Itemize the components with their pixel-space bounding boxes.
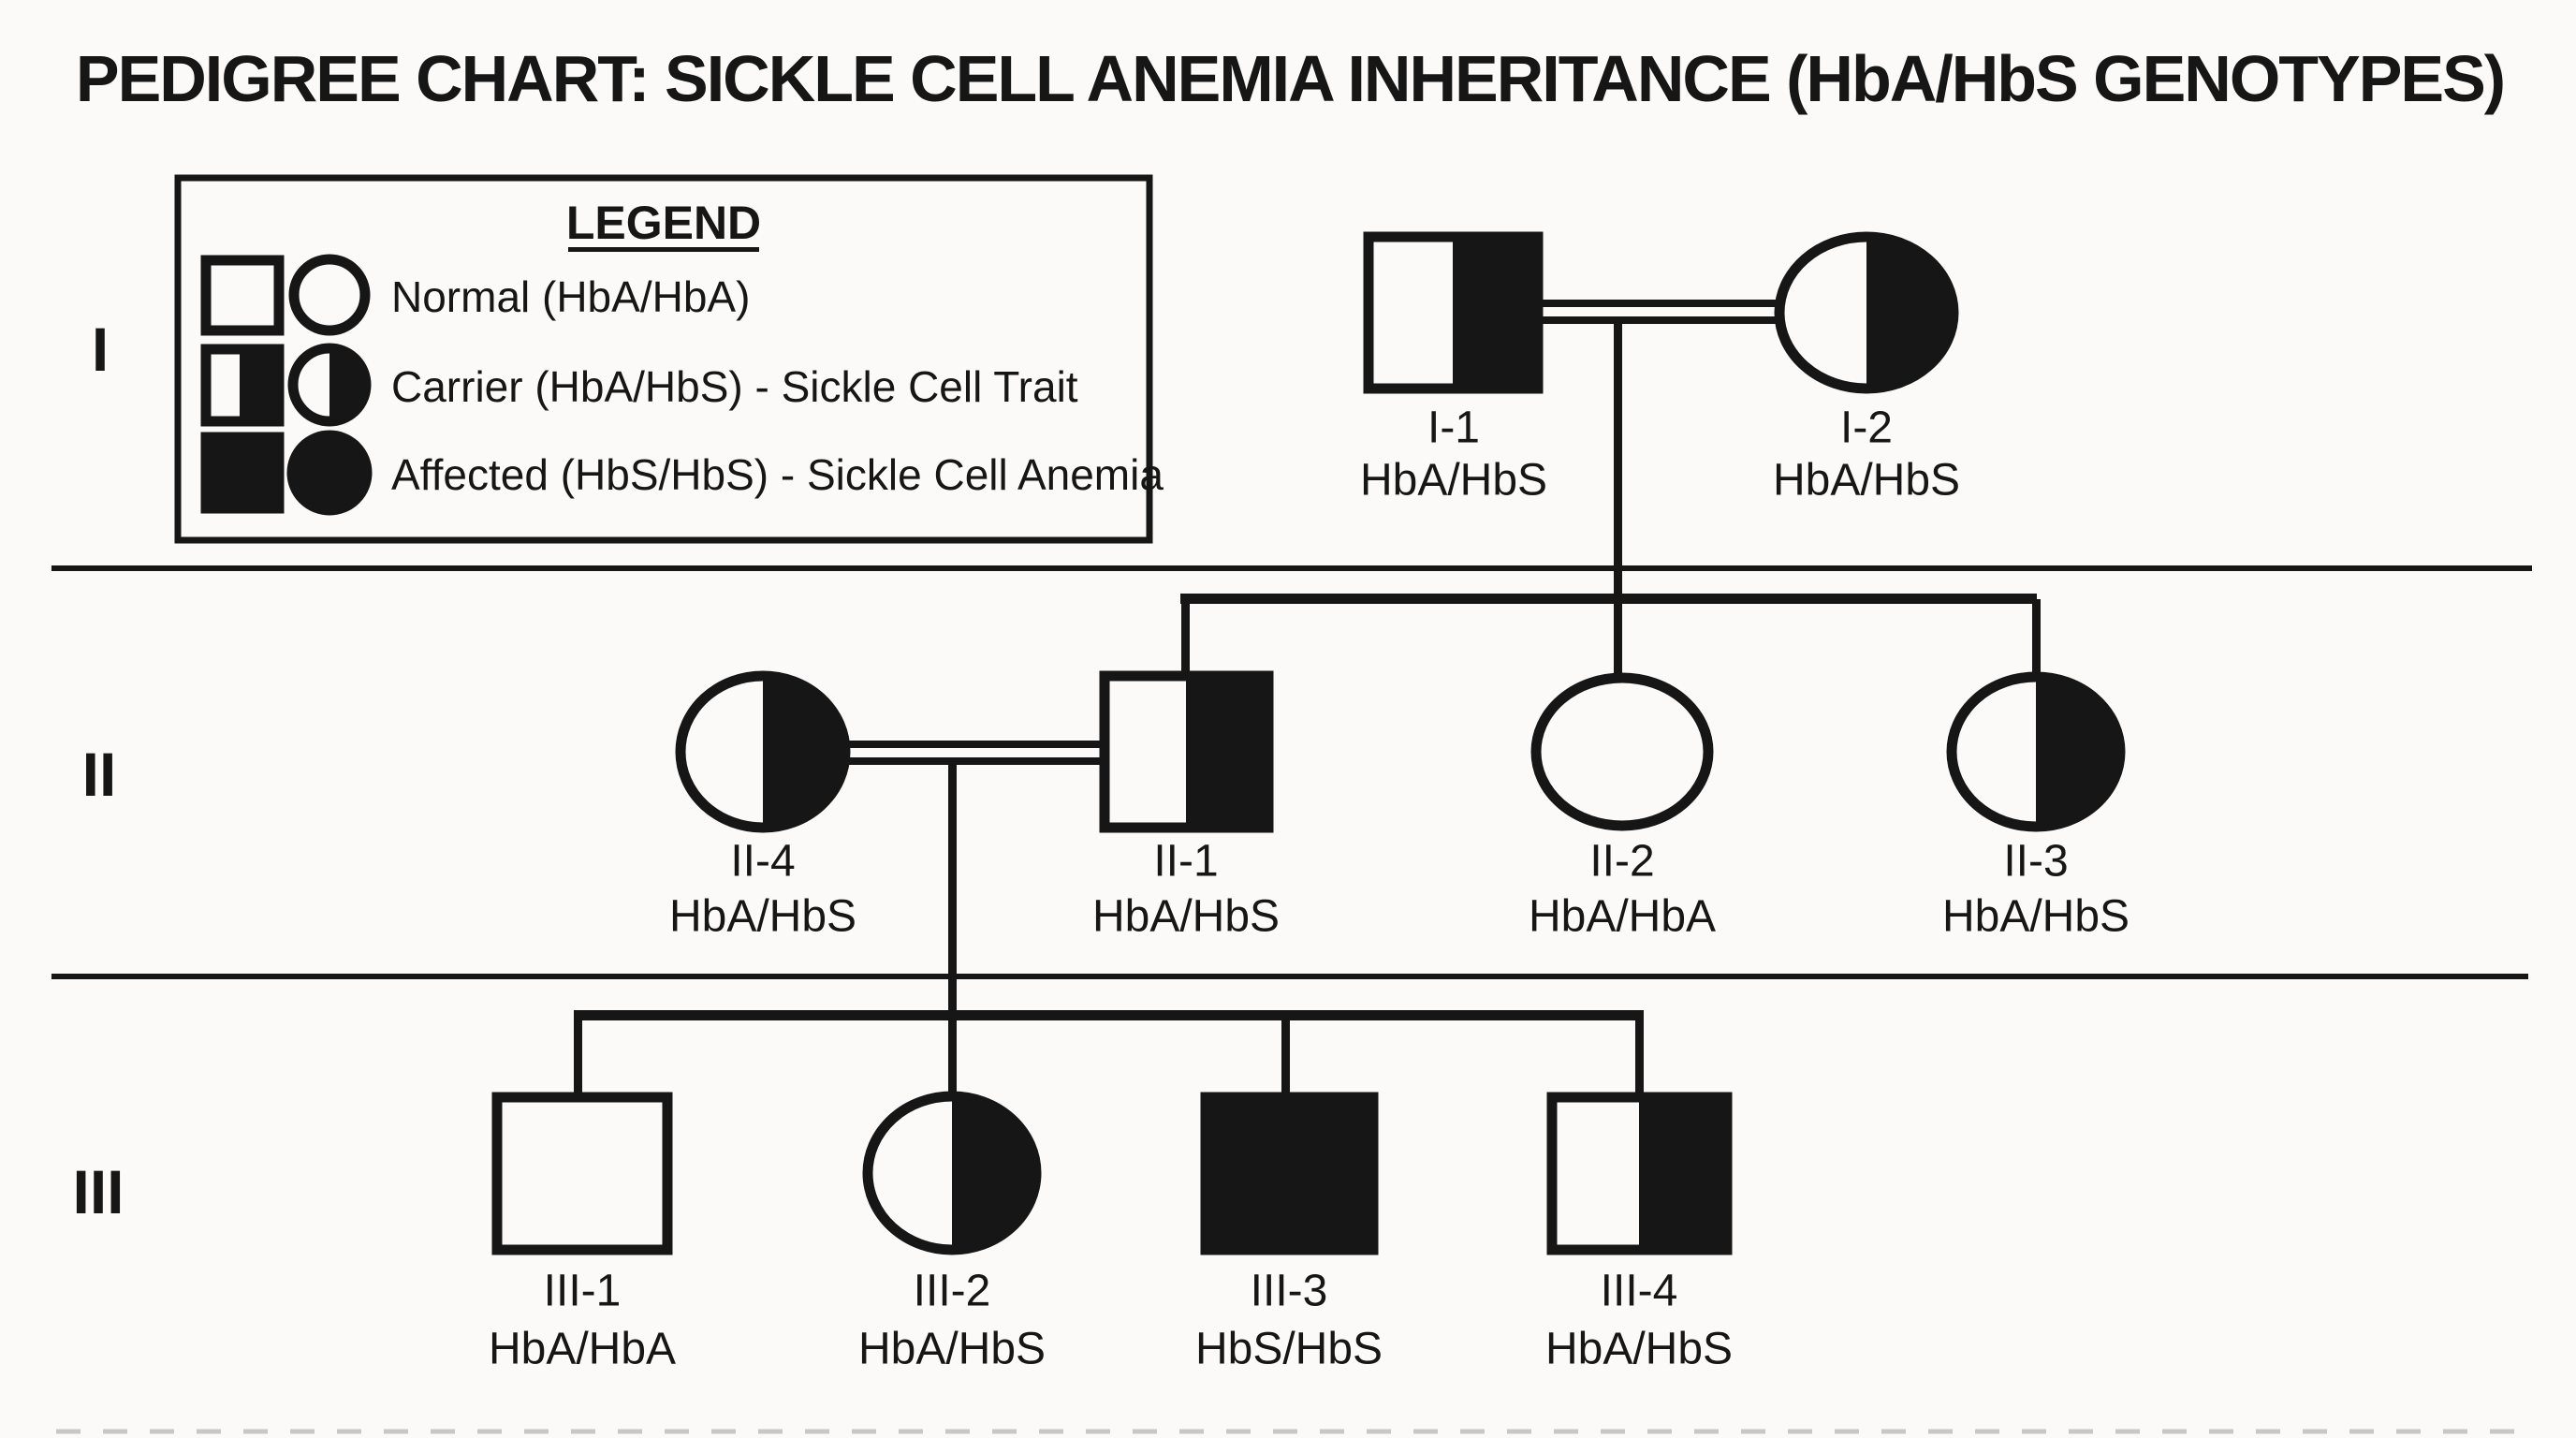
carrier-half-fill — [952, 1096, 1036, 1250]
member-I-1: I-1 HbA/HbS — [1360, 231, 1547, 506]
drop-line-III-4 — [1635, 1020, 1644, 1097]
affected-female-icon — [286, 430, 373, 516]
legend-item-carrier: Carrier (HbA/HbS) - Sickle Cell Trait — [200, 343, 1078, 427]
sibship-line-III — [574, 1010, 1644, 1020]
male-symbol-outline — [1546, 1092, 1733, 1255]
member-II-3: II-3 HbA/HbS — [1942, 671, 2130, 942]
member-genotype: HbA/HbS — [1545, 1325, 1733, 1374]
member-id: III-4 — [1601, 1267, 1678, 1316]
male-symbol-outline — [1363, 231, 1544, 394]
member-id: II-2 — [1589, 837, 1654, 887]
carrier-male-fill — [240, 349, 279, 421]
generation-label-I: I — [92, 315, 109, 384]
member-II-2: II-2 HbA/HbA — [1529, 672, 1716, 942]
carrier-half-fill — [1639, 1097, 1727, 1250]
female-symbol-outline — [1530, 672, 1714, 831]
drop-line-III-1 — [574, 1020, 582, 1097]
member-I-2: I-2 HbA/HbS — [1773, 231, 1960, 506]
female-symbol — [1536, 678, 1708, 826]
legend-heading-underline — [568, 247, 759, 252]
member-id: I-2 — [1840, 404, 1893, 453]
member-II-1: II-1 HbA/HbS — [1092, 670, 1280, 942]
generation-label-II: II — [82, 740, 117, 809]
member-genotype: HbA/HbS — [858, 1325, 1046, 1374]
member-III-4: III-4 HbA/HbS — [1545, 1092, 1733, 1374]
sibship-line-II — [1180, 594, 2037, 604]
member-genotype: HbA/HbS — [1942, 892, 2130, 942]
carrier-female-outline — [287, 343, 372, 427]
member-genotype: HbA/HbS — [1773, 456, 1960, 506]
carrier-half-fill — [1866, 237, 1954, 389]
member-III-1: III-1 HbA/HbA — [489, 1092, 676, 1374]
drop-line-II-3 — [2032, 599, 2041, 678]
legend-item-affected: Affected (HbS/HbS) - Sickle Cell Anemia — [200, 430, 1164, 516]
member-genotype: HbS/HbS — [1195, 1325, 1383, 1374]
member-II-4: II-4 HbA/HbS — [669, 670, 856, 942]
carrier-half-fill — [1186, 676, 1268, 828]
affected-male-icon — [200, 432, 285, 514]
member-id: III-3 — [1251, 1267, 1328, 1316]
member-id: II-1 — [1153, 837, 1218, 887]
member-genotype: HbA/HbS — [1092, 892, 1280, 942]
normal-male-icon — [200, 255, 285, 336]
member-id: I-1 — [1427, 404, 1480, 453]
carrier-male-outline — [200, 344, 285, 427]
member-III-3: III-3 HbS/HbS — [1195, 1092, 1383, 1374]
male-symbol-outline — [491, 1092, 673, 1255]
member-genotype: HbA/HbS — [1360, 456, 1547, 506]
member-id: II-3 — [2003, 837, 2068, 887]
female-symbol-outline — [1774, 231, 1959, 394]
female-symbol-outline — [675, 670, 851, 833]
generation-divider-2 — [51, 974, 2528, 979]
legend-heading: LEGEND — [566, 197, 761, 249]
male-symbol — [497, 1097, 667, 1250]
member-genotype: HbA/HbS — [669, 892, 856, 942]
generation-divider-1 — [51, 565, 2532, 571]
generation-label-III: III — [72, 1157, 124, 1226]
female-symbol-outline — [1946, 671, 2126, 832]
mating-line-I — [1538, 316, 1779, 324]
mating-line-II — [845, 757, 1105, 765]
member-id: III-2 — [914, 1267, 991, 1316]
legend: LEGEND Normal (HbA/HbA) Carrier (HbA/HbS… — [174, 174, 1164, 544]
descent-line-II-children — [948, 763, 957, 1097]
legend-item-label: Normal (HbA/HbA) — [391, 272, 750, 321]
member-genotype: HbA/HbA — [1529, 892, 1716, 942]
legend-item-label: Affected (HbS/HbS) - Sickle Cell Anemia — [391, 450, 1164, 499]
normal-female-icon — [288, 254, 371, 336]
legend-item-normal: Normal (HbA/HbA) — [200, 254, 750, 336]
descent-line-I-children — [1614, 322, 1622, 678]
drop-line-II-1 — [1181, 599, 1190, 678]
drop-line-III-3 — [1281, 1020, 1290, 1097]
carrier-half-fill — [2036, 677, 2120, 827]
legend-box — [174, 174, 1153, 544]
member-id: II-4 — [730, 837, 795, 887]
carrier-half-fill — [763, 676, 845, 828]
male-symbol-outline — [1099, 670, 1274, 833]
page-title: PEDIGREE CHART: SICKLE CELL ANEMIA INHER… — [76, 42, 2504, 115]
male-symbol-affected — [1200, 1092, 1379, 1255]
mating-line-II — [845, 741, 1105, 748]
carrier-half-fill — [1453, 237, 1538, 389]
legend-item-label: Carrier (HbA/HbS) - Sickle Cell Trait — [391, 362, 1078, 411]
female-symbol-outline — [862, 1091, 1042, 1255]
member-III-2: III-2 HbA/HbS — [858, 1091, 1046, 1374]
member-genotype: HbA/HbA — [489, 1325, 676, 1374]
member-id: III-1 — [544, 1267, 622, 1316]
mating-line-I — [1538, 300, 1779, 307]
